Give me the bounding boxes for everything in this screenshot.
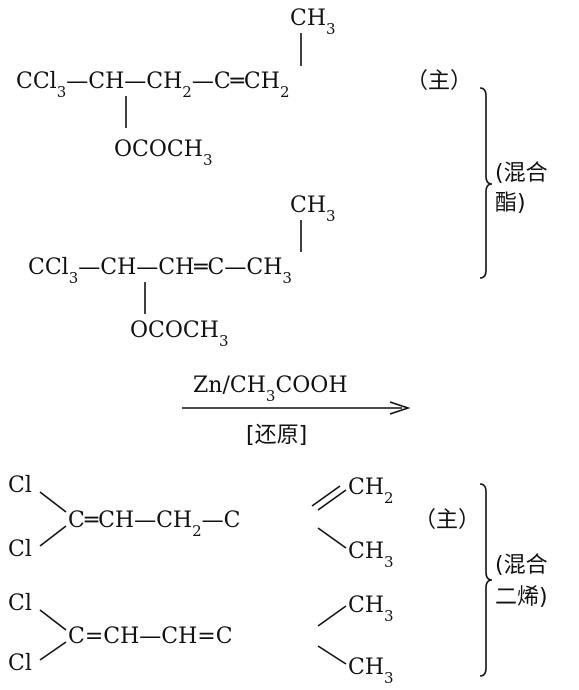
ester-1-chain: CCl3—CH—CH2—C═CH2 [16,69,290,101]
diene-2-chain: C=CH—CH=C [68,624,233,649]
diene-1-group-bottom: CH3 [348,539,394,571]
condition-label: [还原] [246,423,307,448]
ester-1-ester-group: OCOCH3 [114,137,212,169]
diene-1-cl-top: Cl [8,473,32,498]
diene-2-structure: Cl Cl C=CH—CH=C CH3 CH3 [8,591,394,687]
diene-1-major-note: （主） [414,508,480,533]
diene-1-bond-bottom [317,527,347,549]
diene-1-cl-bottom: Cl [8,537,32,562]
diene-2-cl-top: Cl [8,591,32,616]
diene-1-group-top: CH2 [348,475,394,507]
diene-2-bond-top [317,605,347,627]
reagent-label: Zn/CH3COOH [193,373,348,405]
ester-1-major-note: （主） [406,69,472,94]
diene-2-cl-top-bond [39,609,67,631]
diene-1-cl-top-bond [39,491,67,513]
reaction-step: Zn/CH3COOH [还原] [182,373,411,448]
ester-bracket-label-line1: (混合 [495,161,548,186]
reaction-arrow-head [389,401,411,415]
diene-1-chain: C═CH—CH2—C [68,508,241,540]
diene-1-structure: Cl Cl C═CH—CH2—C CH2 CH3 （主） [8,473,480,571]
diene-2-cl-bottom-bond [39,641,67,661]
ester-1-methyl: CH3 [290,6,336,38]
diene-1-bond-top [317,489,347,511]
ester-bracket-label-line2: 酯) [495,191,526,216]
diene-2-cl-bottom: Cl [8,651,32,676]
diene-2-bond-bottom [317,645,347,665]
ester-2-chain: CCl3—CH—CH═C—CH3 [28,255,292,287]
diene-bracket-label-line2: 二烯) [495,585,548,610]
ester-2-methyl: CH3 [290,193,336,225]
diene-2-group-bottom: CH3 [348,655,394,687]
diene-bracket-label-line1: (混合 [495,553,548,578]
ester-brace [479,87,493,279]
diene-2-group-top: CH3 [348,593,394,625]
diene-1-cl-bottom-bond [39,525,67,547]
ester-1-structure: CH3 CCl3—CH—CH2—C═CH2 OCOCH3 （主） [16,6,472,169]
ester-2-ester-group: OCOCH3 [130,318,228,350]
ester-2-structure: CH3 CCl3—CH—CH═C—CH3 OCOCH3 [28,193,336,350]
diene-brace [479,483,493,677]
diene-1-bond-top-double [311,485,341,507]
